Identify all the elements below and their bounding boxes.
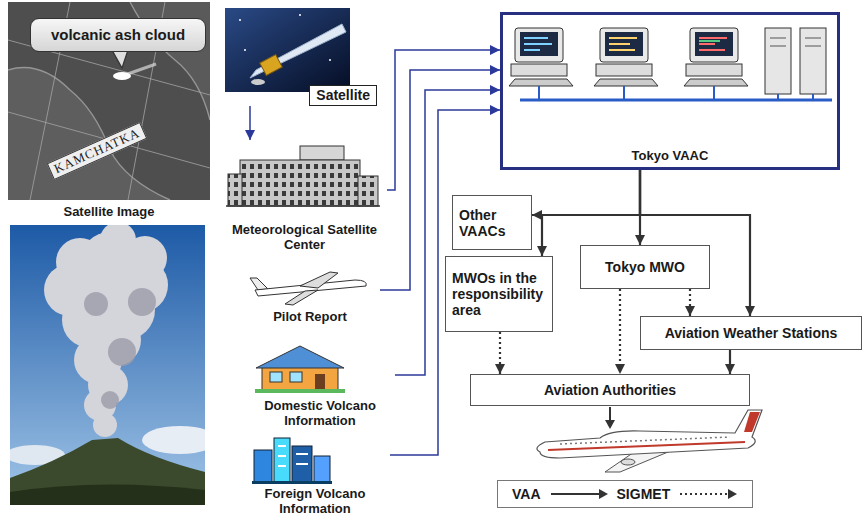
source-icon: Foreign Volcano Information	[240, 430, 390, 516]
vaa-connector	[640, 170, 750, 316]
airliner	[537, 410, 762, 472]
satellite-icon	[225, 8, 350, 92]
legend-label: SIGMET	[617, 486, 671, 502]
process-box: MWOs in the responsibility area	[445, 256, 553, 332]
node-text: Foreign Volcano Information	[240, 486, 390, 516]
source-icon: Meteorological Satellite Center	[222, 140, 387, 252]
node-text: MWOs in the responsibility area	[452, 270, 546, 318]
vaa-connector	[542, 170, 640, 256]
node-text: volcanic ash cloud	[51, 26, 185, 44]
node-text: Domestic Volcano Information	[245, 398, 395, 428]
callout-tail	[112, 50, 128, 68]
process-box: Aviation Authorities	[470, 374, 750, 406]
legend-line	[680, 493, 728, 495]
computer-icons	[509, 28, 832, 100]
node-text: Satellite	[309, 85, 377, 106]
legend-line-sample	[549, 488, 609, 500]
source-icon: Pilot Report	[240, 266, 380, 324]
legend-box: VAA SIGMET	[497, 480, 753, 508]
legend-line-sample	[678, 488, 738, 500]
legend-label: VAA	[512, 486, 541, 502]
city-icon	[252, 438, 332, 484]
legend-arrowhead	[599, 489, 608, 499]
legend-arrowhead	[728, 489, 737, 499]
node-text: Aviation Authorities	[544, 382, 676, 398]
to-aircraft-arrow	[609, 407, 611, 420]
node-text: Tokyo MWO	[605, 259, 685, 275]
volcano-photo	[10, 225, 205, 505]
node-text: Pilot Report	[273, 309, 347, 324]
vaa-connector	[532, 170, 640, 215]
satellite-image	[8, 2, 210, 200]
legend-line	[551, 493, 599, 495]
process-box: Aviation Weather Stations	[640, 316, 862, 350]
pilot-plane-icon	[250, 272, 366, 305]
callout-bubble: volcanic ash cloud	[30, 18, 206, 52]
node-text: Tokyo VAAC	[632, 148, 709, 163]
map-label: KAMCHATKA	[47, 122, 148, 180]
sigmet-connector	[689, 289, 691, 316]
node-text: Other VAACs	[459, 207, 525, 239]
node-text: Aviation Weather Stations	[665, 325, 838, 341]
sigmet-connector	[499, 332, 501, 374]
node-text: Meteorological Satellite Center	[222, 222, 387, 252]
sigmet-connector	[619, 289, 621, 374]
process-box: Tokyo MWO	[580, 245, 710, 289]
satellite-label: Satellite	[222, 8, 377, 106]
center-box: Tokyo VAAC	[500, 12, 840, 170]
to-aircraft-arrowhead	[605, 420, 615, 429]
house-icon	[255, 346, 345, 393]
source-icon: Domestic Volcano Information	[245, 340, 395, 428]
vaa-connector	[249, 106, 251, 140]
vaa-connector	[729, 350, 731, 374]
process-box: Other VAACs	[452, 195, 532, 250]
vaa-connector	[387, 50, 500, 190]
image-caption: Satellite Image	[8, 204, 210, 219]
building-icon	[226, 146, 380, 206]
